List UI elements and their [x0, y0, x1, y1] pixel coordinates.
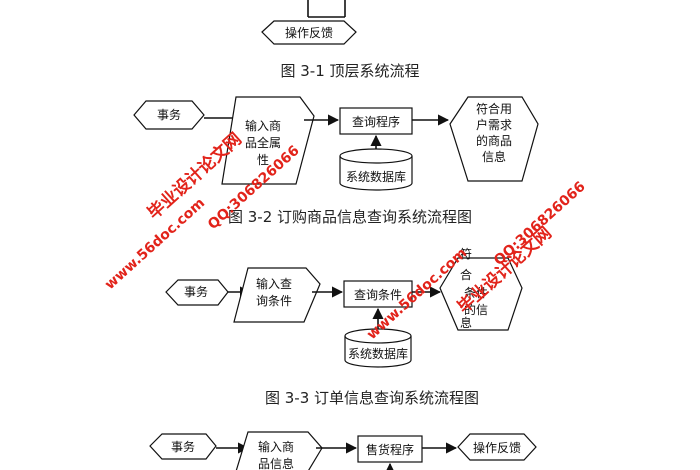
d3-output-node	[439, 257, 523, 331]
d3-event-label: 事务	[184, 284, 208, 299]
caption-3-3: 图 3-3 订单信息查询系统流程图	[265, 389, 479, 407]
top-flow: 操作反馈 图 3-1 顶层系统流程	[261, 0, 420, 80]
d2-process-node	[339, 107, 413, 135]
d4-input-line-2: 品信息	[258, 456, 294, 470]
d3-database-label: 系统数据库	[348, 346, 408, 361]
d3-process-node	[343, 280, 413, 308]
d3-input-line-1: 输入查	[256, 276, 292, 291]
d3-output-line-3: 条件	[464, 286, 488, 300]
d3-input-line-2: 询条件	[256, 294, 292, 308]
d4-feedback-display	[457, 433, 537, 461]
d4-input-line-1: 输入商	[258, 439, 294, 454]
d4-event-label: 事务	[171, 439, 195, 454]
diagram-3-4-partial: 事务 输入商 品信息 售货程序 操作反馈	[149, 431, 537, 470]
d3-input-node	[233, 267, 321, 323]
d2-event-label: 事务	[157, 107, 181, 122]
d3-database-node	[344, 328, 412, 368]
d2-process-label: 查询程序	[352, 114, 400, 129]
d2-database-label: 系统数据库	[346, 169, 406, 184]
d2-database-rim	[339, 155, 413, 164]
d2-output-line-4: 信息	[482, 149, 506, 164]
d2-input-line-2: 品全属	[245, 135, 281, 150]
d2-input-node	[221, 96, 315, 185]
d4-input-node	[235, 431, 323, 470]
d2-output-line-3: 的商品	[476, 133, 512, 148]
d4-event-node	[149, 433, 217, 460]
diagram-3-3: 事务 输入查 询条件 查询条件 系统数据库 符 合 条件 的信 息 图 3-3 …	[165, 246, 523, 407]
d4-feedback-label: 操作反馈	[473, 440, 521, 455]
d4-process-label: 售货程序	[366, 442, 414, 457]
d3-output-line-2: 合	[460, 267, 472, 282]
d2-database-node	[339, 148, 413, 191]
diagram-3-2: 事务 输入商 品全属 性 查询程序 系统数据库 符合用 户需求 的商品 信息 图…	[133, 96, 539, 226]
d3-output-line-1: 符	[460, 246, 472, 261]
d2-input-line-1: 输入商	[245, 118, 281, 133]
d4-process-node	[357, 435, 423, 463]
d3-database-rim	[344, 335, 412, 344]
d3-output-line-5: 息	[460, 315, 472, 330]
d3-output-line-4: 的信	[464, 302, 488, 317]
caption-3-1: 图 3-1 顶层系统流程	[280, 62, 419, 80]
d2-output-line-1: 符合用	[476, 101, 512, 116]
top-feedback-display	[261, 20, 357, 45]
d2-event-node	[133, 100, 205, 130]
caption-3-2: 图 3-2 订购商品信息查询系统流程图	[228, 208, 472, 226]
top-feedback-label: 操作反馈	[285, 25, 333, 40]
d2-input-line-3: 性	[257, 153, 269, 167]
d2-output-node	[449, 96, 539, 182]
d3-process-label: 查询条件	[354, 288, 402, 302]
d2-output-line-2: 户需求	[476, 117, 512, 132]
